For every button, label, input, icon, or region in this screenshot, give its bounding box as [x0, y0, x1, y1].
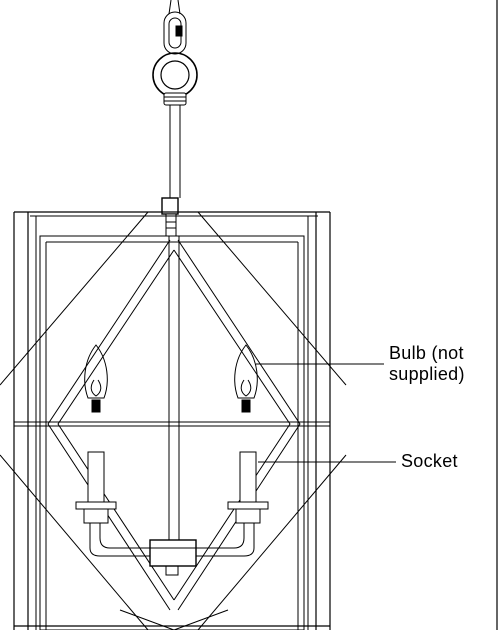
socket-left [75, 451, 150, 557]
canopy-ring [152, 52, 198, 106]
downrod [161, 105, 181, 576]
bulb-label: Bulb (not supplied) [389, 343, 465, 384]
socket-right [196, 451, 269, 557]
bulb-right [234, 344, 258, 413]
center-hub [149, 539, 197, 567]
diamond-lattice [0, 211, 347, 630]
cage-frame [13, 211, 331, 630]
bulb-left [84, 344, 108, 413]
chain-hook [163, 0, 187, 55]
socket-label: Socket [401, 451, 458, 471]
